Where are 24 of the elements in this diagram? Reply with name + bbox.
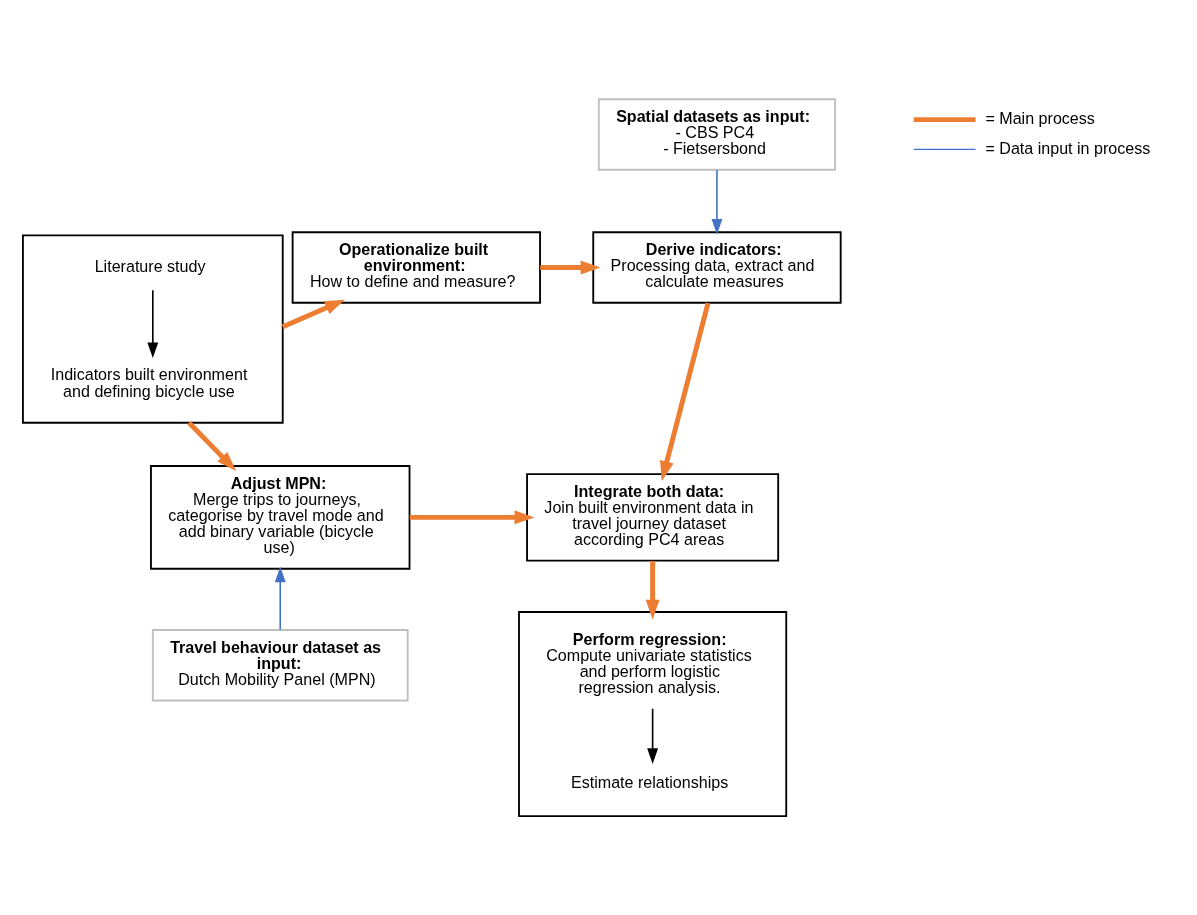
node-text: Perform regression: Compute univariate statistics and perform logistic regression analysis. xyxy=(546,629,752,696)
arrow xyxy=(409,509,535,524)
node-box: Derive indicators: Processing data, extract and calculate measures xyxy=(592,230,842,304)
arrow xyxy=(274,566,286,630)
node-box: Integrate both data: Join built environment data in travel journey dataset according PC4 areas xyxy=(526,472,780,562)
arrow xyxy=(281,299,345,329)
arrow xyxy=(187,420,237,471)
node-text: Indicators built environment and defining bicycle use xyxy=(50,364,248,400)
legend-label: = Main process xyxy=(985,108,1095,127)
cluster xyxy=(22,233,284,424)
arrow xyxy=(660,302,711,481)
node-box: Spatial datasets as input: - CBS PC4 - Fietsersbond xyxy=(597,97,837,171)
node-text: Estimate relationships xyxy=(570,772,729,791)
arrow xyxy=(647,707,659,764)
arrow xyxy=(711,168,723,235)
arrow xyxy=(540,260,601,274)
node-box: Adjust MPN: Merge trips to journeys, categorise by travel mode and add binary variable (bicycle use) xyxy=(150,464,411,570)
node-box: Travel behaviour dataset as input: Dutch Mobility Panel (MPN) xyxy=(151,628,409,701)
cluster xyxy=(518,610,788,817)
node-text: Literature study xyxy=(94,256,206,275)
node-box: Operationalize built environment: How to define and measure? xyxy=(291,230,541,304)
legend-label: = Data input in process xyxy=(985,138,1151,157)
arrow xyxy=(147,288,159,358)
arrow xyxy=(645,560,660,619)
